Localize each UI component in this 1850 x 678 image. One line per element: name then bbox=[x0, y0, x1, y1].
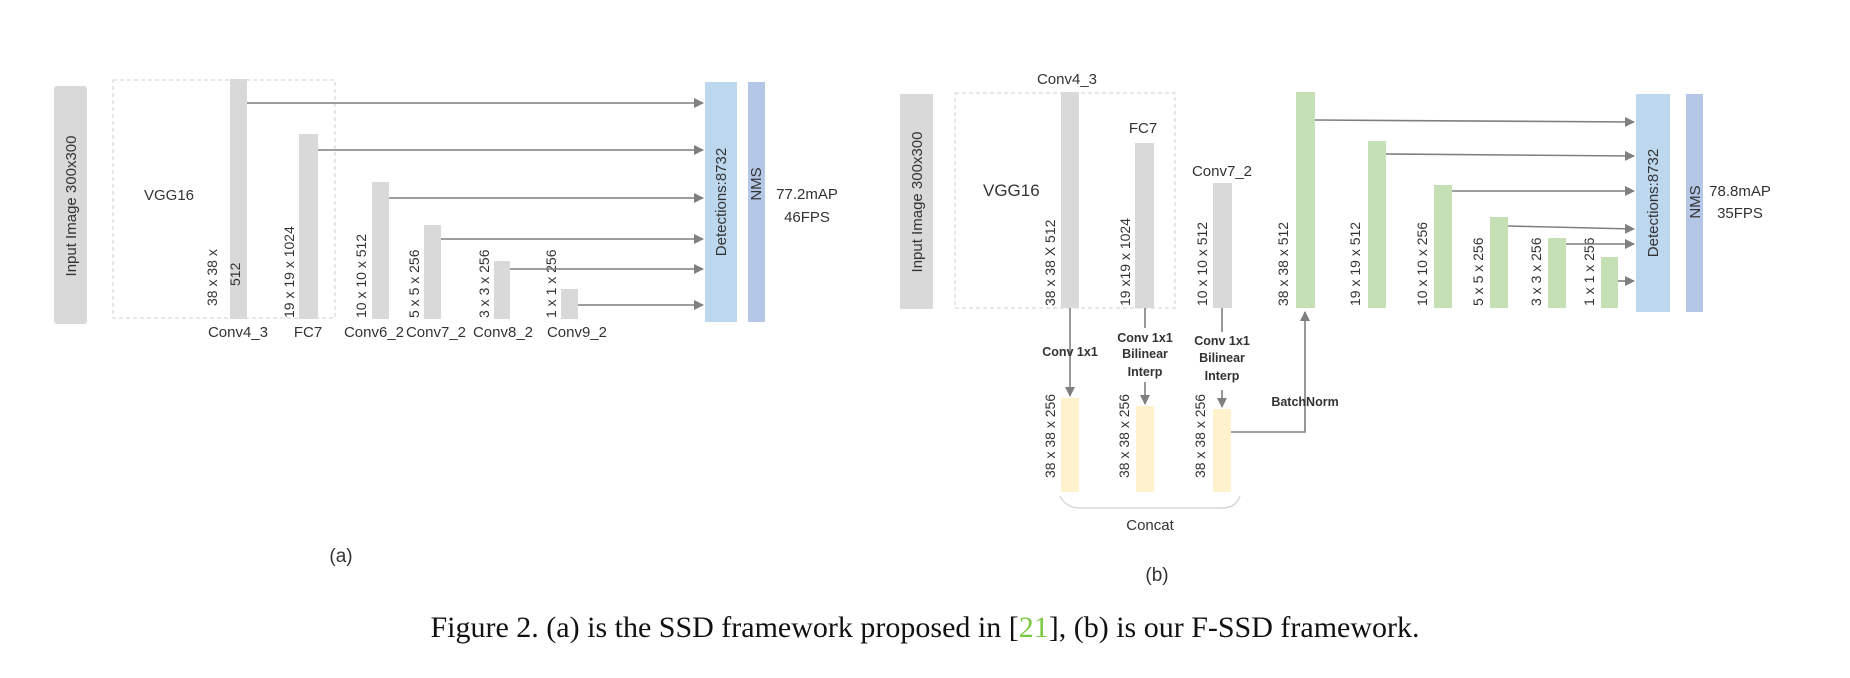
green-dims-6-b: 1 x 1 x 256 bbox=[1581, 237, 1597, 306]
diagram-a: Input Image 300x300 VGG16 38 x 38 x 512 … bbox=[54, 79, 838, 567]
conv7-2-name-a: Conv7_2 bbox=[406, 324, 466, 341]
conv9-2-name-a: Conv9_2 bbox=[547, 324, 607, 341]
result-map-b: 78.8mAP bbox=[1709, 183, 1771, 200]
fc7-dims-a: 19 x 19 x 1024 bbox=[281, 226, 297, 318]
conv7-2-dims-a: 5 x 5 x 256 bbox=[406, 249, 422, 318]
caption-suffix: ], (b) is our F-SSD framework. bbox=[1048, 611, 1420, 644]
nms-block-a bbox=[748, 82, 765, 322]
op3-line2-b: Bilinear bbox=[1199, 351, 1245, 365]
green-dims-2-b: 19 x 19 x 512 bbox=[1347, 222, 1363, 306]
caption-prefix: Figure 2. (a) is the SSD framework propo… bbox=[430, 611, 1019, 644]
fc7-label-b: FC7 bbox=[1129, 120, 1157, 137]
input-image-block-b bbox=[900, 94, 933, 309]
yellow-dims-1-b: 38 x 38 x 256 bbox=[1042, 394, 1058, 478]
conv9-2-block-a bbox=[561, 289, 578, 319]
yellow-block-3-b bbox=[1213, 409, 1231, 492]
yellow-dims-2-b: 38 x 38 x 256 bbox=[1116, 394, 1132, 478]
nms-label-a: NMS bbox=[748, 167, 765, 200]
green-dims-5-b: 3 x 3 x 256 bbox=[1528, 237, 1544, 306]
arrow-green-2-b bbox=[1385, 150, 1635, 161]
green-block-6-b bbox=[1601, 257, 1618, 308]
nms-block-b bbox=[1686, 94, 1703, 312]
input-image-label-b: Input Image 300x300 bbox=[909, 132, 926, 273]
conv6-2-name-a: Conv6_2 bbox=[344, 324, 404, 341]
green-block-3-b bbox=[1434, 185, 1452, 308]
op2-line2-b: Bilinear bbox=[1122, 347, 1168, 361]
conv7-2-block-b bbox=[1213, 183, 1232, 308]
yellow-block-2-b bbox=[1136, 406, 1154, 492]
conv4-3-block-a bbox=[230, 79, 247, 319]
conv7-2-block-a bbox=[424, 225, 441, 319]
green-block-5-b bbox=[1548, 238, 1566, 308]
concat-label-b: Concat bbox=[1126, 517, 1174, 534]
conv4-3-dims-b: 38 x 38 X 512 bbox=[1042, 219, 1058, 306]
detections-block-a bbox=[705, 82, 737, 322]
conv4-3-name-a: Conv4_3 bbox=[208, 324, 268, 341]
fc7-block-b bbox=[1135, 143, 1154, 308]
conv4-3-block-b bbox=[1061, 92, 1079, 308]
result-map-a: 77.2mAP bbox=[776, 186, 838, 203]
conv9-2-dims-a: 1 x 1 x 256 bbox=[543, 249, 559, 318]
op2-line1-b: Conv 1x1 bbox=[1117, 331, 1173, 345]
concat-bracket-b bbox=[1059, 495, 1241, 509]
detections-label-a: Detections:8732 bbox=[713, 148, 730, 256]
fc7-dims-b: 19 x19 x 1024 bbox=[1117, 218, 1133, 306]
green-dims-4-b: 5 x 5 x 256 bbox=[1470, 237, 1486, 306]
op1-line1-b: Conv 1x1 bbox=[1042, 345, 1098, 359]
conv7-2-label-b: Conv7_2 bbox=[1192, 163, 1252, 180]
batchnorm-label-b: BatchNorm bbox=[1271, 395, 1338, 409]
nms-label-b: NMS bbox=[1687, 185, 1704, 218]
input-image-block-a bbox=[54, 86, 87, 324]
yellow-block-1-b bbox=[1061, 398, 1079, 492]
vgg16-label-b: VGG16 bbox=[983, 181, 1040, 200]
arrow-green-4-b bbox=[1507, 223, 1635, 234]
green-block-1-b bbox=[1296, 92, 1315, 308]
conv6-2-dims-a: 10 x 10 x 512 bbox=[353, 234, 369, 318]
batchnorm-arrow-b bbox=[1231, 311, 1310, 433]
green-dims-1-b: 38 x 38 x 512 bbox=[1275, 222, 1291, 306]
green-block-2-b bbox=[1368, 141, 1386, 308]
diagram-b: Input Image 300x300 VGG16 Conv4_3 FC7 Co… bbox=[900, 71, 1771, 586]
conv8-2-dims-a: 3 x 3 x 256 bbox=[476, 249, 492, 318]
conv8-2-name-a: Conv8_2 bbox=[473, 324, 533, 341]
green-dims-3-b: 10 x 10 x 256 bbox=[1414, 222, 1430, 306]
arrow-green-1-b bbox=[1314, 116, 1635, 127]
conv8-2-block-a bbox=[494, 261, 510, 319]
op2-line3-b: Interp bbox=[1128, 365, 1163, 379]
input-image-label-a: Input Image 300x300 bbox=[63, 136, 80, 277]
fc7-name-a: FC7 bbox=[294, 324, 322, 341]
result-fps-b: 35FPS bbox=[1717, 205, 1763, 222]
conv6-2-block-a bbox=[372, 182, 389, 319]
vgg16-label-a: VGG16 bbox=[144, 187, 194, 204]
conv4-3-dims-line2-a: 512 bbox=[227, 262, 243, 286]
result-fps-a: 46FPS bbox=[784, 209, 830, 226]
sublabel-a: (a) bbox=[329, 546, 352, 567]
detections-block-b bbox=[1636, 94, 1670, 312]
fc7-block-a bbox=[299, 134, 318, 319]
sublabel-b: (b) bbox=[1145, 565, 1168, 586]
conv4-3-label-b: Conv4_3 bbox=[1037, 71, 1097, 88]
figure-caption: Figure 2. (a) is the SSD framework propo… bbox=[0, 611, 1850, 645]
vgg16-box-a bbox=[112, 79, 336, 319]
detections-label-b: Detections:8732 bbox=[1645, 149, 1662, 257]
conv7-2-dims-b: 10 x 10 x 512 bbox=[1194, 222, 1210, 306]
conv4-3-dims-line1-a: 38 x 38 x bbox=[204, 249, 220, 306]
op3-line1-b: Conv 1x1 bbox=[1194, 334, 1250, 348]
caption-citation-link[interactable]: 21 bbox=[1018, 611, 1049, 644]
green-block-4-b bbox=[1490, 217, 1508, 308]
op3-line3-b: Interp bbox=[1205, 369, 1240, 383]
yellow-dims-3-b: 38 x 38 x 256 bbox=[1192, 394, 1208, 478]
